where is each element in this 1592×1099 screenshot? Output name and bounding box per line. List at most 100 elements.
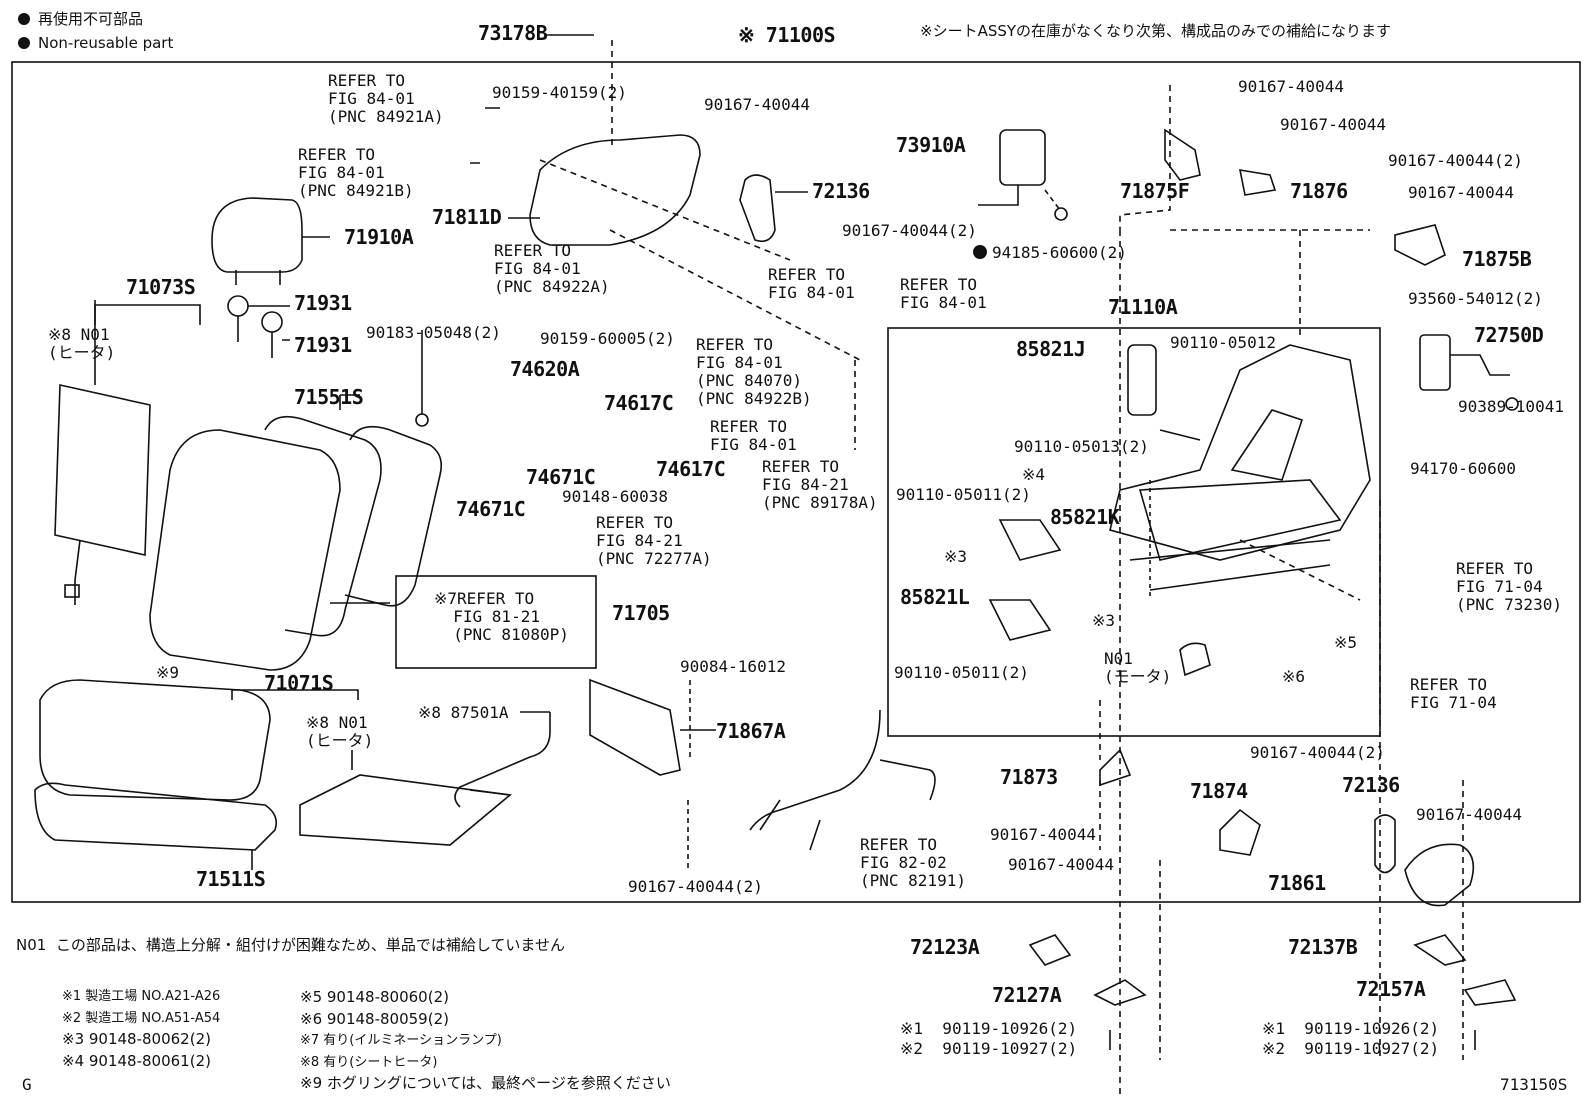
refer-84070[interactable]: REFER TO FIG 84-01 (PNC 84070) (PNC 8492… — [696, 335, 812, 408]
part-90159-40159[interactable]: 90159-40159(2) — [492, 83, 627, 102]
refer-84-01-b[interactable]: REFER TO FIG 84-01 — [900, 275, 987, 312]
part-90167-40044-m[interactable]: 90167-40044 — [1416, 805, 1522, 824]
n01-heater-cushion[interactable]: ※8 N01 (ヒータ) — [306, 713, 374, 750]
note-5: ※5 90148-80060(2) — [300, 988, 449, 1006]
part-87501A[interactable]: ※8 87501A — [418, 703, 509, 722]
part-85821L[interactable]: 85821L — [900, 585, 970, 609]
part-71551S[interactable]: 71551S — [294, 385, 364, 409]
part-72750D[interactable]: 72750D — [1474, 323, 1544, 347]
part-74617C-a[interactable]: 74617C — [604, 391, 674, 415]
part-90167-40044-r4[interactable]: 90167-40044 — [1408, 183, 1514, 202]
legend-non-reusable-en: Non-reusable part — [18, 34, 173, 52]
refer-84-01-c[interactable]: REFER TO FIG 84-01 — [710, 417, 797, 454]
part-90167-40044-r2[interactable]: 90167-40044 — [1280, 115, 1386, 134]
lamp-box — [395, 575, 597, 669]
part-90167-40044-r3[interactable]: 90167-40044(2) — [1388, 151, 1523, 170]
note-x4: ※4 — [1022, 465, 1046, 484]
part-90110-05011-b[interactable]: 90110-05011(2) — [894, 663, 1029, 682]
legend-jp-text: 再使用不可部品 — [38, 10, 144, 28]
part-71073S[interactable]: 71073S — [126, 275, 196, 299]
part-90119-10927-left[interactable]: ※2 90119-10927(2) — [900, 1039, 1078, 1058]
legend-en-text: Non-reusable part — [38, 34, 174, 52]
refer-84921A[interactable]: REFER TO FIG 84-01 (PNC 84921A) — [328, 71, 444, 126]
refer-71-04[interactable]: REFER TO FIG 71-04 — [1410, 675, 1497, 712]
note-n01: N01 この部品は、構造上分解・組付けが困難なため、単品では補給していません — [16, 936, 565, 954]
part-71110A[interactable]: 71110A — [1108, 295, 1178, 319]
part-85821J[interactable]: 85821J — [1016, 337, 1086, 361]
part-74620A[interactable]: 74620A — [510, 357, 580, 381]
note-2: ※2 製造工場 NO.A51-A54 — [62, 1011, 221, 1026]
part-72136-top[interactable]: 72136 — [812, 179, 870, 203]
refer-84922A[interactable]: REFER TO FIG 84-01 (PNC 84922A) — [494, 241, 610, 296]
part-72157A[interactable]: 72157A — [1356, 977, 1426, 1001]
part-71910A[interactable]: 71910A — [344, 225, 414, 249]
part-90167-40044-2b[interactable]: 90167-40044(2) — [842, 221, 977, 240]
part-72137B[interactable]: 72137B — [1288, 935, 1358, 959]
note-x3-a: ※3 — [944, 547, 968, 566]
part-71100S[interactable]: ※ 71100S — [738, 23, 836, 47]
part-90110-05013[interactable]: 90110-05013(2) — [1014, 437, 1149, 456]
part-90167-40044-n[interactable]: 90167-40044 — [990, 825, 1096, 844]
part-74671C-b[interactable]: 74671C — [456, 497, 526, 521]
figure-code: 713150S — [1500, 1075, 1568, 1094]
part-90110-05012[interactable]: 90110-05012 — [1170, 333, 1276, 352]
part-71811D[interactable]: 71811D — [432, 205, 502, 229]
note-3: ※3 90148-80062(2) — [62, 1030, 211, 1048]
refer-82191[interactable]: REFER TO FIG 82-02 (PNC 82191) — [860, 835, 966, 890]
part-90167-40044-r1[interactable]: 90167-40044 — [1238, 77, 1344, 96]
part-90119-10927-right[interactable]: ※2 90119-10927(2) — [1262, 1039, 1440, 1058]
part-74671C-a[interactable]: 74671C — [526, 465, 596, 489]
part-93560-54012[interactable]: 93560-54012(2) — [1408, 289, 1543, 308]
n01-heater-back[interactable]: ※8 N01 (ヒータ) — [48, 325, 116, 362]
part-90159-60005[interactable]: 90159-60005(2) — [540, 329, 675, 348]
main-frame — [11, 61, 1581, 903]
refer-89178A[interactable]: REFER TO FIG 84-21 (PNC 89178A) — [762, 457, 878, 512]
part-72123A[interactable]: 72123A — [910, 935, 980, 959]
refer-72277A[interactable]: REFER TO FIG 84-21 (PNC 72277A) — [596, 513, 712, 568]
part-90119-10926-left[interactable]: ※1 90119-10926(2) — [900, 1019, 1078, 1038]
part-71867A[interactable]: 71867A — [716, 719, 786, 743]
note-x5: ※5 — [1334, 633, 1358, 652]
part-90167-40044-a[interactable]: 90167-40044 — [704, 95, 810, 114]
part-90389-10041[interactable]: 90389-10041 — [1458, 397, 1564, 416]
refer-84-01-a[interactable]: REFER TO FIG 84-01 — [768, 265, 855, 302]
part-71511S[interactable]: 71511S — [196, 867, 266, 891]
refer-81080P[interactable]: ※7REFER TO FIG 81-21 (PNC 81080P) — [434, 589, 569, 644]
part-71875F[interactable]: 71875F — [1120, 179, 1190, 203]
part-90110-05011-a[interactable]: 90110-05011(2) — [896, 485, 1031, 504]
part-71931-a[interactable]: 71931 — [294, 291, 352, 315]
refer-73230[interactable]: REFER TO FIG 71-04 (PNC 73230) — [1456, 559, 1562, 614]
bullet-icon — [18, 13, 30, 25]
legend-non-reusable-jp: 再使用不可部品 — [18, 10, 143, 28]
part-90119-10926-right[interactable]: ※1 90119-10926(2) — [1262, 1019, 1440, 1038]
part-74617C-b[interactable]: 74617C — [656, 457, 726, 481]
part-94170-60600[interactable]: 94170-60600 — [1410, 459, 1516, 478]
note-1: ※1 製造工場 NO.A21-A26 — [62, 989, 221, 1004]
part-71705[interactable]: 71705 — [612, 601, 670, 625]
part-71931-b[interactable]: 71931 — [294, 333, 352, 357]
note-8: ※8 有り(シートヒータ) — [300, 1055, 438, 1070]
part-90084-16012[interactable]: 90084-16012 — [680, 657, 786, 676]
part-72127A[interactable]: 72127A — [992, 983, 1062, 1007]
part-85821K[interactable]: 85821K — [1050, 505, 1120, 529]
part-90167-40044-2c[interactable]: 90167-40044(2) — [1250, 743, 1385, 762]
part-73178B[interactable]: 73178B — [478, 21, 548, 45]
part-90183-05048[interactable]: 90183-05048(2) — [366, 323, 501, 342]
note-6: ※6 90148-80059(2) — [300, 1010, 449, 1028]
part-71861[interactable]: 71861 — [1268, 871, 1326, 895]
note-x9-hogring: ※9 — [156, 663, 180, 682]
part-90167-40044-o[interactable]: 90167-40044 — [1008, 855, 1114, 874]
part-71873[interactable]: 71873 — [1000, 765, 1058, 789]
part-71071S[interactable]: 71071S — [264, 671, 334, 695]
refer-84921B[interactable]: REFER TO FIG 84-01 (PNC 84921B) — [298, 145, 414, 200]
part-94185-60600[interactable]: 94185-60600(2) — [992, 243, 1127, 262]
part-71874[interactable]: 71874 — [1190, 779, 1248, 803]
part-90167-40044-2d[interactable]: 90167-40044(2) — [628, 877, 763, 896]
part-71875B[interactable]: 71875B — [1462, 247, 1532, 271]
part-71876[interactable]: 71876 — [1290, 179, 1348, 203]
part-73910A[interactable]: 73910A — [896, 133, 966, 157]
part-72136-bottom[interactable]: 72136 — [1342, 773, 1400, 797]
part-90148-60038[interactable]: 90148-60038 — [562, 487, 668, 506]
n01-motor[interactable]: N01 (モータ) — [1104, 649, 1172, 686]
note-4: ※4 90148-80061(2) — [62, 1052, 211, 1070]
